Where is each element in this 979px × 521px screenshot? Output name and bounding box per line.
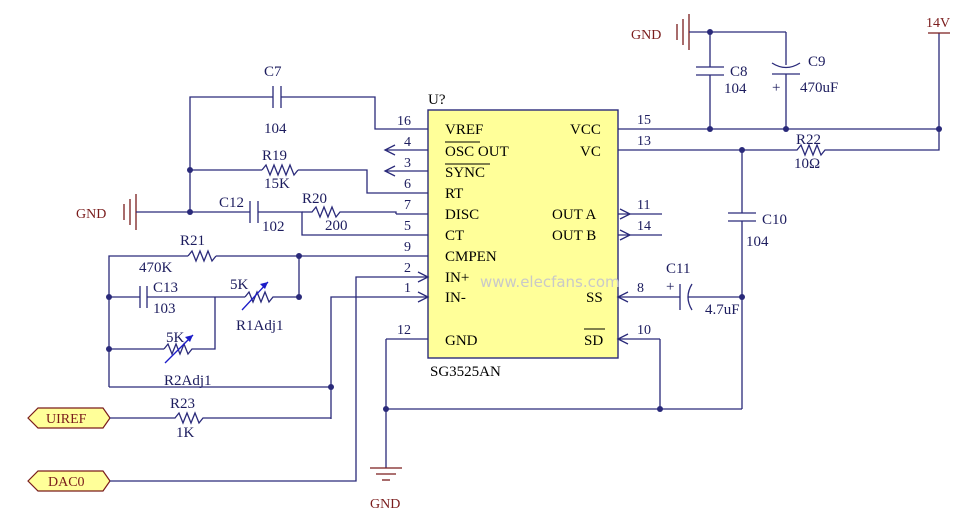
r19-value: 15K (264, 176, 290, 192)
dac0-label: DAC0 (48, 475, 85, 490)
pin-3-number: 3 (404, 156, 411, 171)
wire-in-minus (109, 296, 396, 388)
uiref-label: UIREF (46, 412, 87, 427)
c9-value: 470uF (800, 80, 838, 96)
r22-value: 10Ω (794, 156, 820, 172)
pin-6-number: 6 (404, 177, 411, 192)
pin-5-number: 5 (404, 219, 411, 234)
ic-part-number: SG3525AN (430, 364, 501, 380)
r19-ref: R19 (262, 148, 287, 164)
resistor-r20[interactable]: R20 200 (302, 191, 397, 234)
r1adj-ref: R1Adj1 (236, 318, 284, 334)
gnd-top-symbol: GND (631, 14, 786, 50)
r1adj-value: 5K (230, 277, 249, 293)
capacitor-c7[interactable]: C7 104 (189, 64, 396, 212)
c8-value: 104 (724, 81, 747, 97)
pin-8-name: SS (586, 290, 603, 306)
watermark: www.elecfans.com (480, 273, 620, 291)
pin-11-number: 11 (637, 198, 650, 213)
r23-ref: R23 (170, 396, 195, 412)
pin-1-number: 1 (404, 281, 411, 296)
pin-4-name: OSC OUT (445, 144, 509, 160)
r21-ref: R21 (180, 233, 205, 249)
pin-5-name: CT (445, 228, 464, 244)
c13-value: 103 (153, 301, 176, 317)
capacitor-c11[interactable]: C11 + 4.7uF (666, 261, 742, 318)
resistor-r21[interactable]: R21 470K (108, 233, 396, 387)
power-14v: 14V (660, 16, 950, 130)
pin-7-number: 7 (404, 198, 411, 213)
pin-15-number: 15 (637, 113, 651, 128)
pin-4-number: 4 (404, 135, 411, 150)
c12-value: 102 (262, 219, 285, 235)
c8-ref: C8 (730, 64, 748, 80)
c11-ref: C11 (666, 261, 690, 277)
capacitor-c13[interactable]: C13 103 (109, 280, 245, 317)
gnd-bottom-symbol: GND (370, 339, 402, 512)
r21-value: 470K (139, 260, 173, 276)
pin-2-number: 2 (404, 261, 411, 276)
pin-16-name: VREF (445, 122, 483, 138)
c10-value: 104 (746, 234, 769, 250)
pin-6-name: RT (445, 186, 463, 202)
capacitor-c8[interactable]: C8 104 (696, 32, 748, 129)
ic-designator: U? (428, 92, 446, 108)
capacitor-c9[interactable]: + C9 470uF (771, 32, 838, 129)
c13-ref: C13 (153, 280, 178, 296)
pin-11-name: OUT A (552, 207, 596, 223)
ic-right-pins: 15 VCC 13 VC 11 OUT A 14 OUT B 8 SS 10 S… (552, 113, 680, 349)
pin-10-number: 10 (637, 323, 651, 338)
gnd-top-label: GND (631, 28, 661, 43)
resistor-r23[interactable]: R23 1K (110, 396, 331, 441)
c9-plus: + (772, 80, 780, 96)
pin-12-number: 12 (397, 323, 411, 338)
c11-value: 4.7uF (705, 302, 740, 318)
r23-value: 1K (176, 425, 195, 441)
c9-ref: C9 (808, 54, 826, 70)
c10-ref: C10 (762, 212, 787, 228)
port-dac0[interactable]: DAC0 (27, 276, 396, 492)
c7-value: 104 (264, 121, 287, 137)
ic-body[interactable] (427, 109, 619, 359)
port-uiref[interactable]: UIREF (27, 407, 111, 429)
r20-value: 200 (325, 218, 348, 234)
pin-9-name: CMPEN (445, 249, 497, 265)
c11-plus: + (666, 279, 674, 295)
pin-15-name: VCC (570, 122, 601, 138)
c7-ref: C7 (264, 64, 282, 80)
pin-8-number: 8 (637, 281, 644, 296)
capacitor-c10[interactable]: C10 104 (728, 150, 787, 409)
pin-3-name: SYNC (445, 165, 485, 181)
resistor-r22[interactable]: R22 10Ω (660, 129, 940, 172)
gnd-left-label: GND (76, 207, 106, 222)
pin-14-name: OUT B (552, 228, 596, 244)
pin-14-number: 14 (637, 219, 651, 234)
r22-ref: R22 (796, 132, 821, 148)
r2adj-ref: R2Adj1 (164, 373, 212, 389)
pin-13-number: 13 (637, 134, 651, 149)
ic-left-pins: 16 VREF 4 OSC OUT 3 SYNC 6 RT 7 DISC 5 C… (383, 114, 509, 349)
pin-10-name: SD (584, 333, 603, 349)
r2adj-value: 5K (166, 330, 185, 346)
c12-ref: C12 (219, 195, 244, 211)
r20-ref: R20 (302, 191, 327, 207)
potentiometer-r1adj1[interactable]: 5K R1Adj1 (230, 256, 300, 334)
v14-label: 14V (926, 16, 950, 31)
pin-13-name: VC (580, 144, 601, 160)
pin-12-name: GND (445, 333, 478, 349)
pin-16-number: 16 (397, 114, 411, 129)
resistor-r19[interactable]: R19 15K (190, 148, 396, 194)
capacitor-c12[interactable]: C12 102 (219, 195, 396, 236)
pin-1-name: IN- (445, 290, 466, 306)
gnd-bottom-label: GND (370, 497, 400, 512)
pin-2-name: IN+ (445, 270, 469, 286)
junction-dots (106, 29, 942, 412)
pin-9-number: 9 (404, 240, 411, 255)
potentiometer-r2adj1[interactable]: 5K R2Adj1 (109, 297, 216, 389)
pin-7-name: DISC (445, 207, 479, 223)
